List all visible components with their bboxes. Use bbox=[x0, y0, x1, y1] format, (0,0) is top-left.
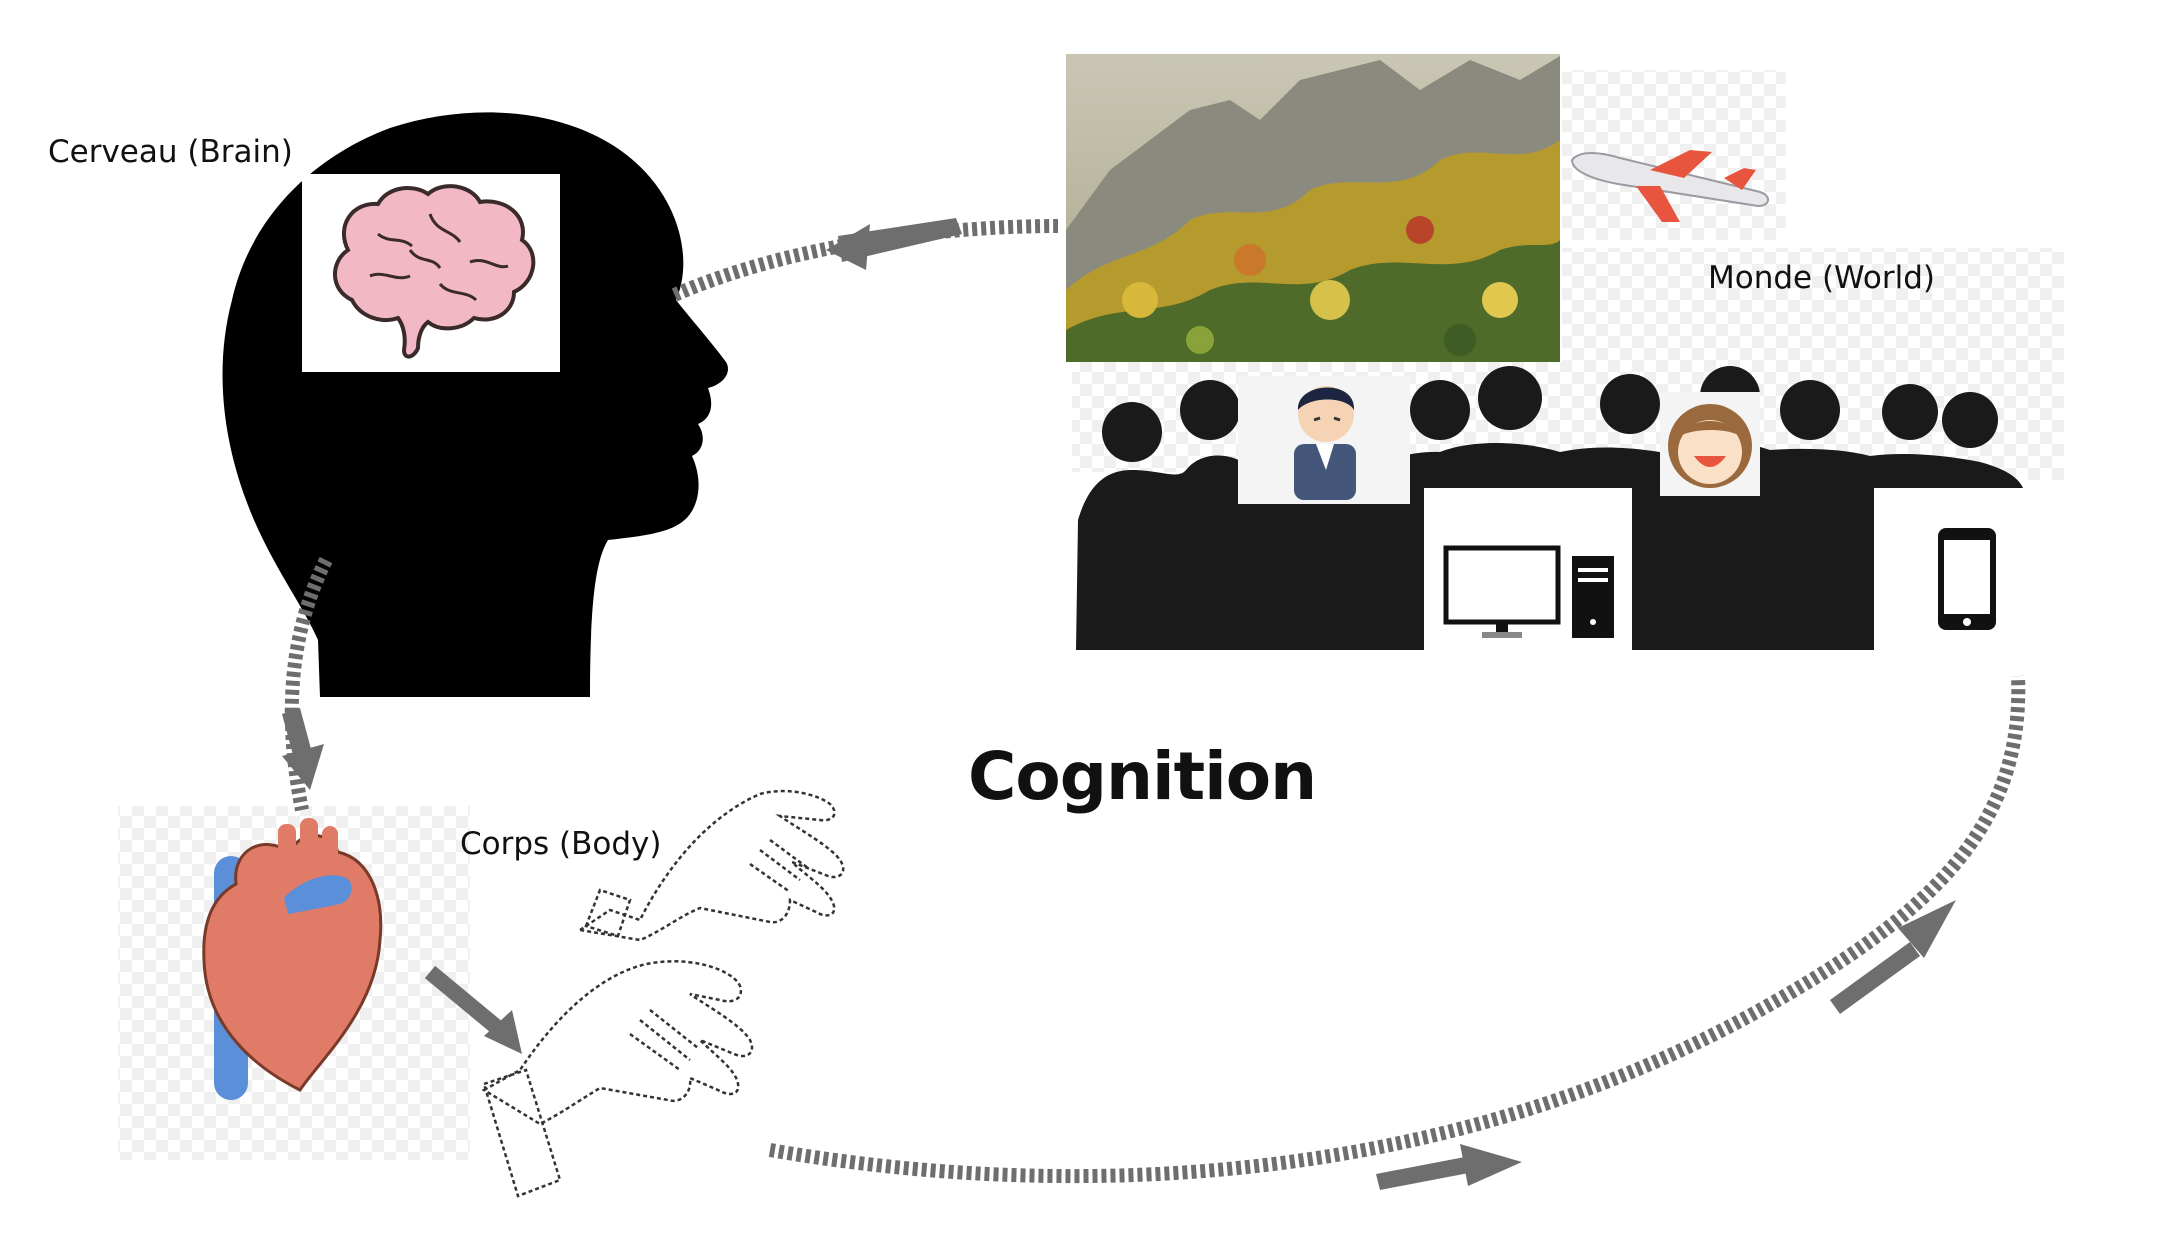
body-label: Corps (Body) bbox=[460, 826, 662, 862]
mountain-photo bbox=[1066, 54, 1560, 362]
arrow-hands-to-world bbox=[768, 675, 2026, 1184]
heart-icon bbox=[118, 806, 470, 1160]
hands-icon bbox=[481, 789, 845, 1198]
desktop-computer-icon bbox=[1424, 488, 1632, 650]
cognition-title: Cognition bbox=[968, 738, 1317, 815]
smartphone-icon bbox=[1874, 488, 2044, 650]
sad-person-icon bbox=[1238, 376, 1410, 504]
arrow-heart-to-hands bbox=[424, 965, 506, 1037]
brain-label: Cerveau (Brain) bbox=[48, 134, 293, 170]
cycle-arrows bbox=[282, 218, 2026, 1190]
airplane-icon bbox=[1562, 70, 1786, 240]
arrow-brain-to-heart bbox=[284, 556, 333, 812]
world-label: Monde (World) bbox=[1708, 260, 1935, 296]
smiling-face-icon bbox=[1660, 392, 1760, 496]
brain-icon bbox=[302, 174, 560, 372]
